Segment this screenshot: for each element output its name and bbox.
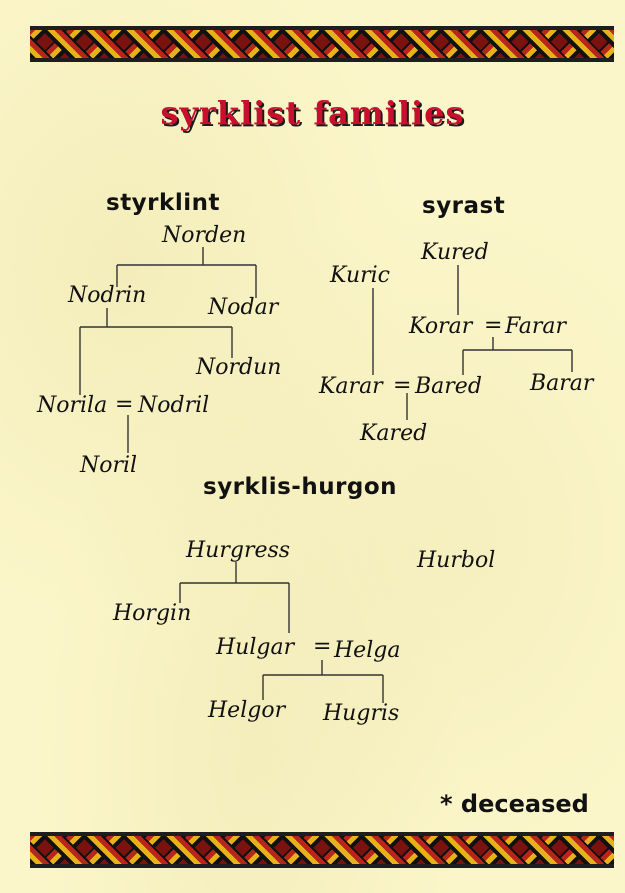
person-hugris: Hugris — [323, 701, 400, 726]
marriage-sign: = — [115, 392, 134, 417]
marriage-sign: = — [393, 373, 412, 398]
bottom-decorative-border — [30, 832, 614, 868]
person-helga: Helga — [334, 638, 401, 663]
person-hulgar: Hulgar — [216, 635, 295, 660]
top-decorative-border — [30, 26, 614, 62]
person-nodrin: Nodrin — [68, 283, 147, 308]
person-korar: Korar — [409, 314, 473, 339]
person-nodar: Nodar — [208, 295, 279, 320]
deceased-legend-note: * deceased — [440, 790, 589, 818]
person-kuric: Kuric — [330, 263, 390, 288]
family-heading-styrklint: styrklint — [106, 190, 220, 216]
person-horgin: Horgin — [113, 601, 192, 626]
person-hurbol: Hurbol — [417, 548, 496, 573]
person-kared: Kared — [360, 421, 428, 446]
person-farar: Farar — [505, 314, 567, 339]
person-norden: Norden — [162, 223, 247, 248]
person-bared: Bared — [415, 374, 482, 399]
person-karar: Karar — [319, 374, 383, 399]
marriage-sign: = — [484, 313, 503, 338]
person-hurgress: Hurgress — [186, 538, 291, 563]
person-nordun: Nordun — [196, 355, 282, 380]
family-heading-syrast: syrast — [422, 193, 506, 219]
family-heading-syrklis-hurgon: syrklis-hurgon — [203, 474, 398, 500]
person-nodril: Nodril — [138, 393, 210, 418]
person-helgor: Helgor — [208, 698, 286, 723]
person-noril: Noril — [80, 453, 138, 478]
marriage-sign: = — [313, 634, 332, 659]
person-kured: Kured — [421, 240, 489, 265]
person-barar: Barar — [530, 371, 594, 396]
person-norila: Norila — [37, 393, 108, 418]
page-title: syrklist families — [160, 94, 465, 132]
